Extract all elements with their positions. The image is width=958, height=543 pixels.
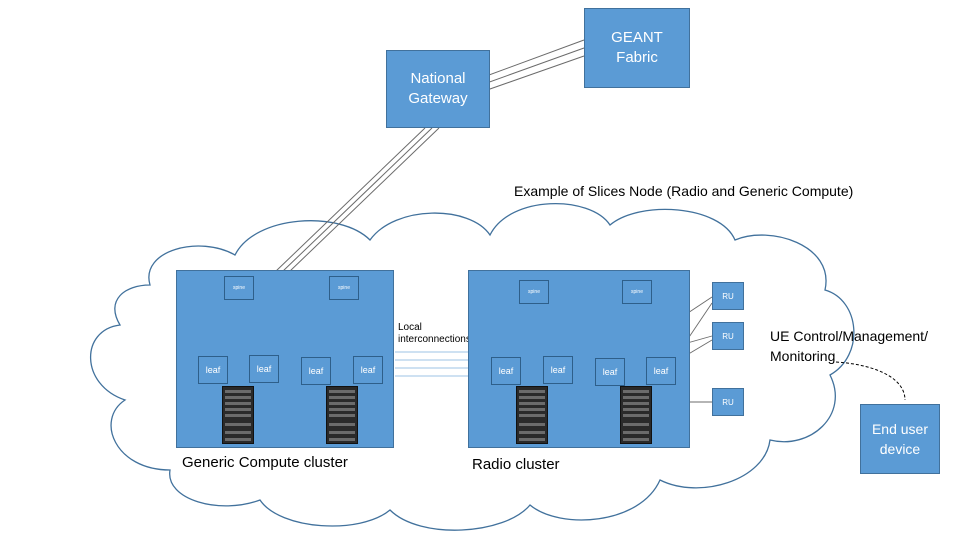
- generic-spine-2: spine: [329, 276, 359, 300]
- national-gateway-label: National Gateway: [408, 70, 468, 107]
- local-interconnections-label: Local interconnections: [398, 322, 471, 345]
- radio-unit-2: RU: [712, 322, 744, 350]
- radio-spine-2: spine: [622, 280, 652, 304]
- ue-control-label: UE Control/Management/ Monitoring: [770, 328, 928, 364]
- generic-leaf-3: leaf: [301, 357, 331, 385]
- radio-unit-1: RU: [712, 282, 744, 310]
- generic-leaf-1: leaf: [198, 356, 228, 384]
- radio-server-rack-2: [620, 386, 652, 444]
- national-gateway-box: National Gateway: [386, 50, 490, 128]
- radio-leaf-2: leaf: [543, 356, 573, 384]
- radio-cluster-label: Radio cluster: [472, 456, 560, 473]
- generic-spine-1: spine: [224, 276, 254, 300]
- geant-fabric-box: GEANT Fabric: [584, 8, 690, 88]
- generic-server-rack-2: [326, 386, 358, 444]
- geant-fabric-label: GEANT Fabric: [611, 29, 663, 66]
- end-user-device-box: End user device: [860, 404, 940, 474]
- radio-server-rack-1: [516, 386, 548, 444]
- diagram-caption: Example of Slices Node (Radio and Generi…: [514, 183, 854, 199]
- generic-leaf-4: leaf: [353, 356, 383, 384]
- radio-unit-3: RU: [712, 388, 744, 416]
- generic-server-rack-1: [222, 386, 254, 444]
- radio-leaf-4: leaf: [646, 357, 676, 385]
- generic-leaf-2: leaf: [249, 355, 279, 383]
- end-user-device-label: End user device: [871, 421, 929, 457]
- radio-leaf-3: leaf: [595, 358, 625, 386]
- radio-spine-1: spine: [519, 280, 549, 304]
- radio-leaf-1: leaf: [491, 357, 521, 385]
- generic-cluster-label: Generic Compute cluster: [182, 454, 348, 471]
